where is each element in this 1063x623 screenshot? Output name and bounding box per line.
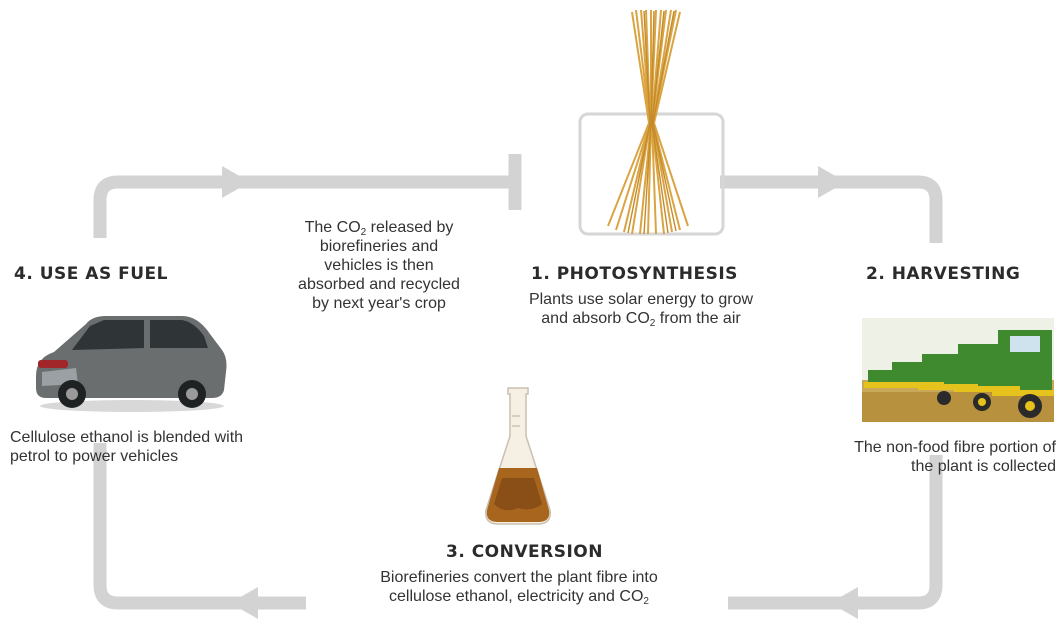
step3-title: 3. CONVERSION xyxy=(446,542,603,562)
note-line-1: The CO2 released by xyxy=(304,219,454,238)
step2-title: 2. HARVESTING xyxy=(866,264,1021,284)
step2-description: The non-food fibre portion of the plant … xyxy=(772,438,1056,476)
step1-line-1: Plants use solar energy to grow xyxy=(528,291,754,308)
arrowhead-left-bottom-right xyxy=(830,587,858,619)
step3-line-1: Biorefineries convert the plant fibre in… xyxy=(380,569,658,586)
note-line-3: vehicles is then xyxy=(324,257,434,274)
step4-description: Cellulose ethanol is blended with petrol… xyxy=(10,428,320,466)
combine-harvesters-image xyxy=(862,318,1054,422)
step2-line-1: The non-food fibre portion of xyxy=(854,439,1056,456)
note-line-2: biorefineries and xyxy=(319,238,439,255)
arrow-path-conversion-to-fuel xyxy=(93,443,306,610)
arrowhead-right-top-left xyxy=(222,166,250,198)
step3-description: Biorefineries convert the plant fibre in… xyxy=(318,568,720,607)
note-line-4: absorbed and recycled xyxy=(298,276,460,293)
step4-title: 4. USE AS FUEL xyxy=(14,264,168,284)
grey-sedan-car-image xyxy=(36,316,227,412)
arrow-path-photosynthesis-to-harvesting xyxy=(720,175,943,243)
step2-line-2: the plant is collected xyxy=(911,458,1056,475)
step1-title: 1. PHOTOSYNTHESIS xyxy=(531,264,738,284)
step4-line-2: petrol to power vehicles xyxy=(10,448,179,465)
step1-line-2: and absorb CO2 from the air xyxy=(541,310,741,329)
step4-line-1: Cellulose ethanol is blended with xyxy=(10,429,244,446)
arrow-path-fuel-to-photosynthesis xyxy=(93,175,515,238)
step1-description: Plants use solar energy to grow and abso… xyxy=(496,290,786,329)
arrowhead-right-top-right xyxy=(818,166,846,198)
step3-line-2: cellulose ethanol, electricity and CO2 xyxy=(389,588,649,607)
wheat-straw-bundle-image xyxy=(578,9,725,236)
arrowhead-left-bottom-left xyxy=(230,587,258,619)
arrow-path-harvesting-to-conversion xyxy=(728,455,943,610)
note-line-5: by next year's crop xyxy=(312,295,446,312)
flask-of-ethanol-image xyxy=(485,387,551,525)
co2-recycle-note: The CO2 released by biorefineries and ve… xyxy=(268,218,490,313)
